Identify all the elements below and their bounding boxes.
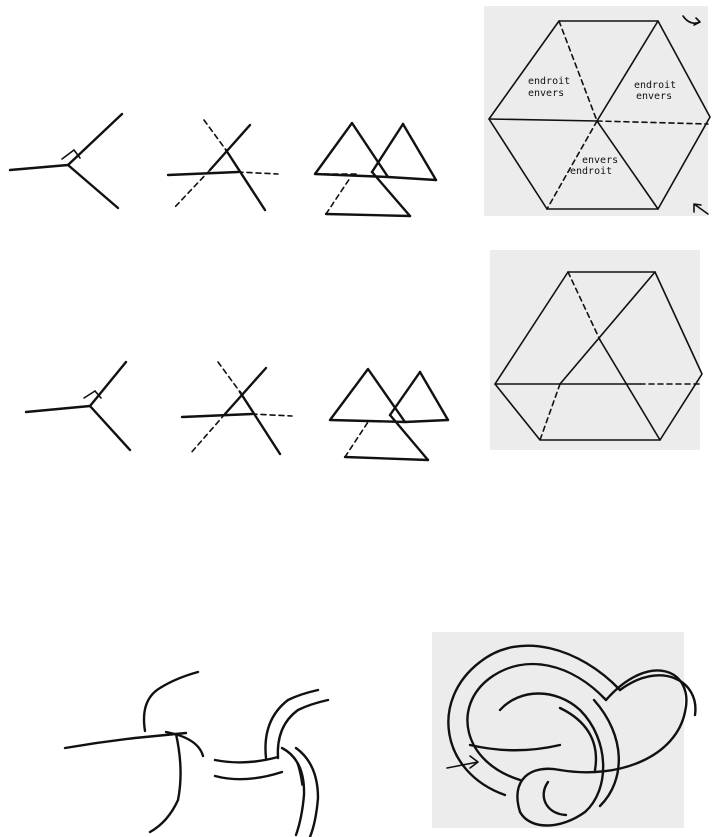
doubled-strand-sketch	[215, 690, 328, 837]
label-envers-lower: envers	[582, 155, 618, 166]
y-junction-2	[26, 362, 130, 450]
double-triangle-2	[330, 369, 448, 460]
labeled-hexagon: endroit envers endroit envers envers end…	[484, 6, 710, 216]
single-strand-sketch	[65, 672, 203, 832]
row-1-construction: endroit envers endroit envers envers end…	[10, 6, 710, 216]
row-3-knot-construction	[65, 632, 695, 837]
crossing-lines-2	[182, 362, 292, 454]
trefoil-knot	[432, 632, 695, 828]
row-2-construction	[26, 250, 702, 460]
label-envers-upper-right: envers	[636, 91, 672, 102]
label-endroit-lower: endroit	[570, 166, 612, 177]
y-junction-1	[10, 114, 122, 208]
unlabeled-hexagon	[490, 250, 702, 450]
label-envers-upper-left: envers	[528, 88, 564, 99]
crossing-lines-1	[168, 120, 278, 210]
label-endroit-upper-left: endroit	[528, 76, 570, 87]
double-triangle-1	[315, 123, 436, 216]
label-endroit-upper-right: endroit	[634, 80, 676, 91]
